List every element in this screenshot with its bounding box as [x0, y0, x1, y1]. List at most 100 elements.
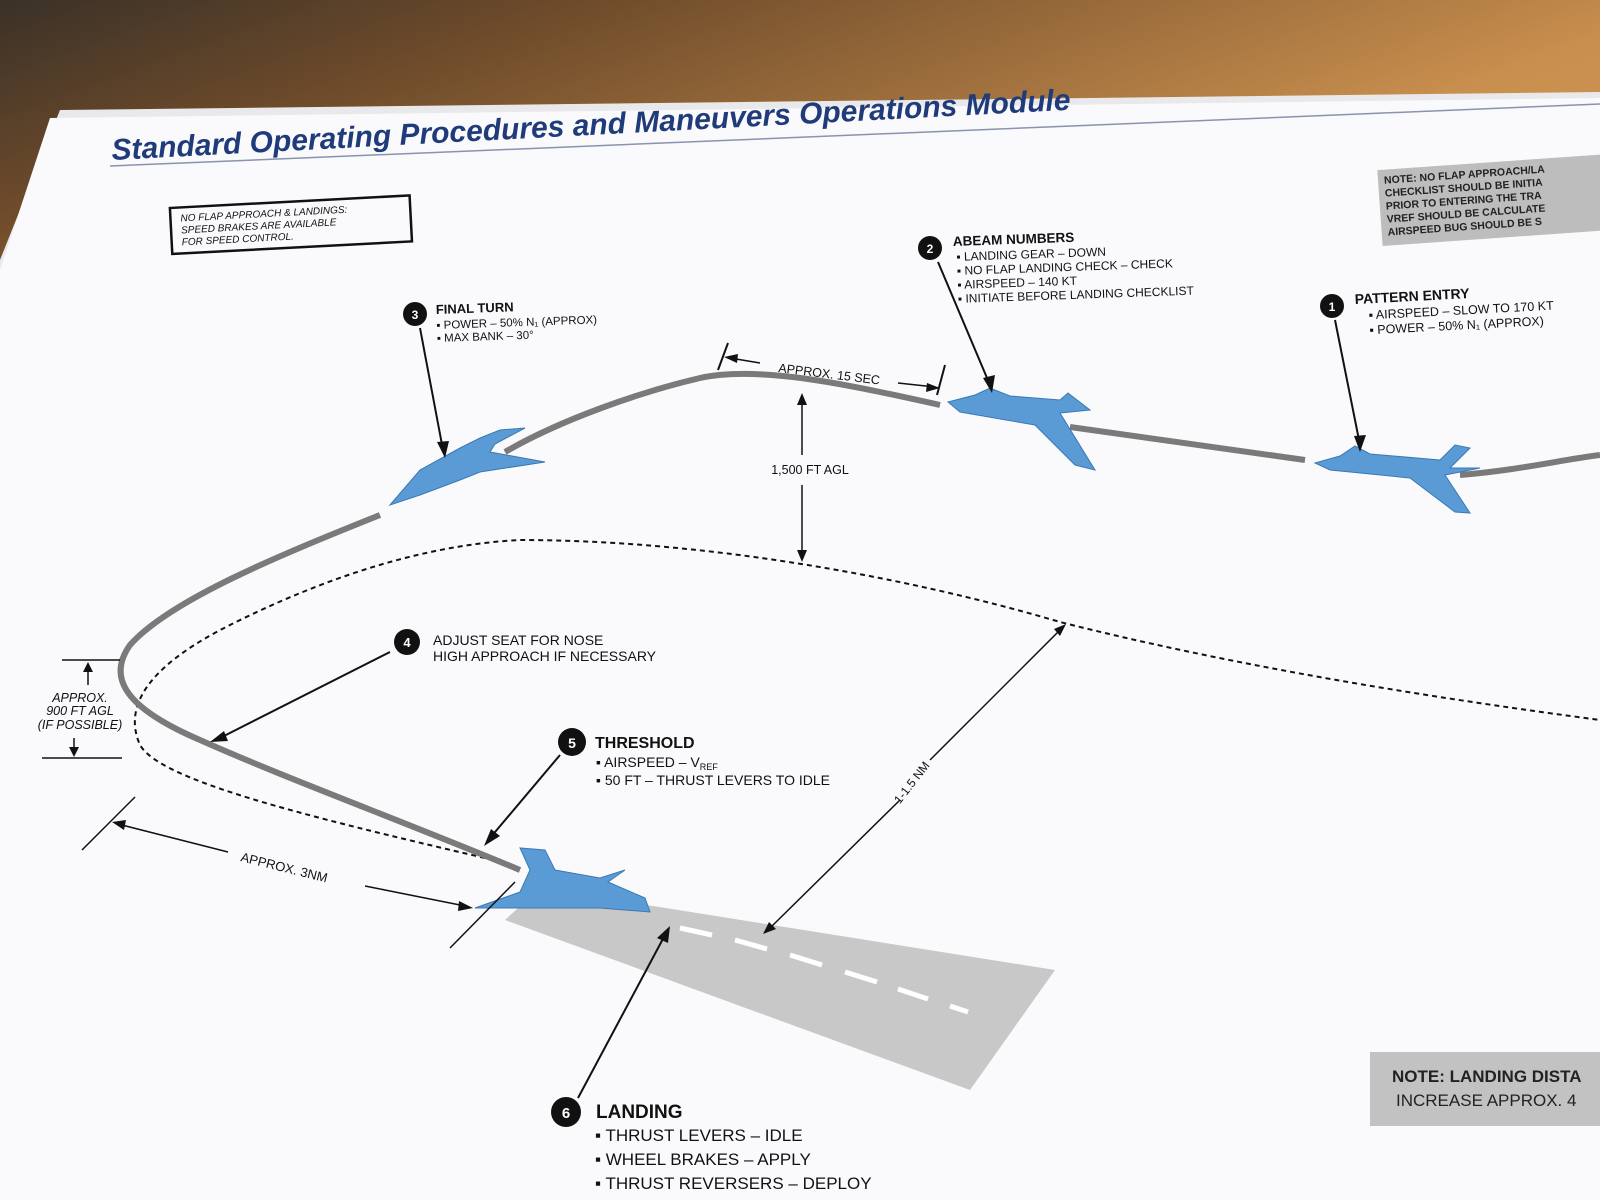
- centerline-dash: [734, 937, 768, 952]
- step-text: ADJUST SEAT FOR NOSE: [433, 632, 603, 648]
- step-item-text: THRUST LEVERS – IDLE: [605, 1126, 802, 1145]
- step-item: ▪ LANDING GEAR – DOWN: [956, 245, 1106, 264]
- arrowhead: [797, 550, 807, 562]
- dimension-tick: [936, 364, 946, 396]
- step-heading: LANDING: [596, 1102, 683, 1123]
- step-item: ▪ AIRSPEED – VREF: [596, 754, 718, 772]
- dimension-line: [364, 885, 466, 907]
- step-number: 4: [403, 635, 411, 650]
- step-item-text: AIRSPEED – V: [604, 754, 700, 770]
- step-heading: FINAL TURN: [436, 299, 514, 317]
- arrowhead: [763, 922, 776, 934]
- arrowhead: [437, 441, 449, 458]
- step-item-text: LANDING GEAR – DOWN: [964, 245, 1106, 264]
- paper-sheet: [0, 98, 1600, 1200]
- callout-abeam-numbers: 2 ABEAM NUMBERS ▪ LANDING GEAR – DOWN ▪ …: [918, 230, 1195, 393]
- centerline-dash: [949, 1003, 969, 1015]
- runway: [505, 888, 1055, 1090]
- callout-arrow: [219, 651, 391, 739]
- step-heading: PATTERN ENTRY: [1354, 285, 1470, 307]
- arrowhead: [69, 747, 79, 757]
- step-item-text: WHEEL BRAKES – APPLY: [606, 1150, 811, 1169]
- vref-subscript: REF: [700, 762, 719, 772]
- aircraft-threshold: [474, 847, 651, 913]
- step-number-circle: [394, 629, 420, 655]
- step-item: ▪ WHEEL BRAKES – APPLY: [595, 1150, 811, 1169]
- landing-distance-note: NOTE: LANDING DISTA INCREASE APPROX. 4: [1370, 1052, 1600, 1126]
- step-number: 6: [562, 1105, 570, 1122]
- arrowhead: [458, 901, 473, 911]
- callout-arrow: [419, 327, 444, 451]
- dimension-line: [769, 799, 901, 929]
- step-item-text: 50 FT – THRUST LEVERS TO IDLE: [605, 772, 830, 788]
- step-item: ▪ POWER – 50% N₁ (APPROX): [436, 314, 597, 332]
- step-number: 3: [412, 308, 419, 322]
- callout-arrow: [577, 934, 666, 1099]
- note-box-frame: [168, 194, 414, 256]
- step-item: ▪ THRUST LEVERS – IDLE: [595, 1126, 803, 1145]
- arrowhead: [210, 731, 228, 742]
- step-number: 5: [568, 735, 576, 751]
- arrowhead: [484, 829, 500, 846]
- step-item-text: AIRSPEED – 140 KT: [964, 274, 1078, 292]
- step-item: ▪ AIRSPEED – 140 KT: [957, 274, 1078, 292]
- arrowhead: [1354, 435, 1366, 452]
- arrowhead: [1054, 624, 1066, 636]
- arrowhead: [724, 354, 738, 363]
- arrowhead: [657, 926, 670, 943]
- step-item: ▪ MAX BANK – 30°: [437, 330, 534, 345]
- dimension-label: 900 FT AGL: [46, 704, 114, 718]
- step-text-block: FINAL TURN ▪ POWER – 50% N₁ (APPROX) ▪ M…: [436, 299, 598, 345]
- aircraft-shape: [388, 427, 546, 507]
- centerline-dash: [897, 986, 929, 1002]
- title-rule: [109, 103, 1600, 167]
- dimension-tick: [717, 342, 729, 371]
- dimension-approx-900-ft-agl: APPROX. 900 FT AGL (IF POSSIBLE): [38, 659, 123, 759]
- arrowhead: [797, 393, 807, 405]
- aircraft-final-turn: [388, 427, 546, 507]
- dimension-tick: [449, 881, 516, 949]
- arrowhead: [926, 383, 940, 392]
- arrowhead: [83, 662, 93, 672]
- note-line: NOTE: LANDING DISTA: [1392, 1067, 1582, 1086]
- callout-landing: 6 LANDING ▪ THRUST LEVERS – IDLE ▪ WHEEL…: [551, 926, 872, 1193]
- flight-path-segment: [503, 370, 941, 455]
- runway-centerline: [679, 925, 969, 1015]
- centerline-dash: [679, 925, 713, 938]
- step-item: ▪ 50 FT – THRUST LEVERS TO IDLE: [596, 772, 830, 788]
- step-number-circle: [918, 236, 942, 260]
- step-number-circle: [403, 302, 427, 326]
- flight-path-segment: [1459, 452, 1600, 478]
- step-number: 1: [1329, 300, 1336, 314]
- callout-arrow: [1334, 319, 1361, 446]
- step-number-circle: [558, 728, 586, 756]
- dimension-tick: [81, 796, 136, 851]
- dimension-line: [117, 823, 229, 853]
- callout-final-turn: 3 FINAL TURN ▪ POWER – 50% N₁ (APPROX) ▪…: [403, 299, 598, 458]
- step-item-text: THRUST REVERSERS – DEPLOY: [605, 1174, 871, 1193]
- centerline-dash: [844, 969, 878, 985]
- step-heading: THRESHOLD: [595, 735, 695, 752]
- step-item-text: MAX BANK – 30°: [444, 330, 534, 345]
- step-text: HIGH APPROACH IF NECESSARY: [433, 648, 657, 664]
- no-flap-note-top-right: NOTE: NO FLAP APPROACH/LA CHECKLIST SHOU…: [1377, 154, 1600, 246]
- dimension-1500-ft-agl: 1,500 FT AGL: [771, 393, 849, 562]
- step-number-circle: [1320, 294, 1344, 318]
- step-number-circle: [551, 1097, 581, 1127]
- arrowhead: [983, 375, 995, 393]
- flight-path-segment: [1069, 424, 1306, 463]
- callout-threshold: 5 THRESHOLD ▪ AIRSPEED – VREF ▪ 50 FT – …: [484, 728, 830, 846]
- callout-arrow: [937, 261, 991, 386]
- flight-path-segment: [117, 512, 522, 873]
- centerline-dash: [789, 952, 823, 968]
- dimension-line: [929, 629, 1061, 761]
- callout-arrow: [489, 754, 561, 839]
- dimension-label: (IF POSSIBLE): [38, 718, 123, 732]
- step-heading: ABEAM NUMBERS: [953, 230, 1075, 249]
- arrowhead: [112, 820, 126, 830]
- step-number: 2: [927, 242, 934, 256]
- dimension-label: 1,500 FT AGL: [771, 463, 849, 477]
- step-item: ▪ THRUST REVERSERS – DEPLOY: [595, 1174, 872, 1193]
